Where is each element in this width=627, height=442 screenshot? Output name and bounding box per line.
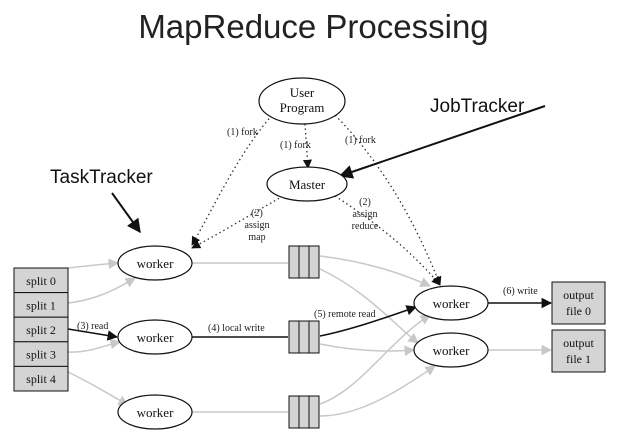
assign-reduce-label: (2) bbox=[359, 197, 371, 208]
fork-label: (1) fork bbox=[227, 127, 258, 138]
write-label: (6) write bbox=[503, 286, 538, 297]
dotted-control-lines bbox=[191, 111, 442, 286]
page-title: MapReduce Processing bbox=[138, 8, 489, 45]
read-label: (3) read bbox=[77, 321, 108, 332]
remote-read-label: (5) remote read bbox=[314, 309, 376, 320]
node-labels: User Program Master worker worker worker… bbox=[137, 85, 470, 420]
split-label: split 4 bbox=[26, 372, 56, 386]
input-splits: split 0 split 1 split 2 split 3 split 4 bbox=[13, 267, 69, 392]
map-worker-node bbox=[117, 245, 193, 281]
tasktracker-callout: TaskTracker bbox=[50, 167, 153, 188]
worker-label: worker bbox=[433, 343, 470, 358]
worker-label: worker bbox=[433, 296, 470, 311]
master-node bbox=[266, 166, 348, 202]
split-label: split 0 bbox=[26, 274, 56, 288]
fork-label: (1) fork bbox=[280, 140, 311, 151]
user-program-label: Program bbox=[280, 100, 325, 115]
worker-label: worker bbox=[137, 405, 174, 420]
assign-map-label: assign bbox=[245, 220, 270, 231]
black-flow-lines bbox=[67, 105, 553, 341]
jobtracker-callout: JobTracker bbox=[430, 96, 525, 117]
assign-reduce-label: reduce bbox=[352, 221, 379, 232]
output-label: file 1 bbox=[566, 352, 591, 366]
fork-label: (1) fork bbox=[345, 135, 376, 146]
worker-label: worker bbox=[137, 256, 174, 271]
output-label: output bbox=[563, 288, 594, 302]
map-worker-node bbox=[117, 319, 193, 355]
reduce-worker-node bbox=[413, 285, 489, 321]
local-write-label: (4) local write bbox=[208, 323, 265, 334]
assign-map-label: map bbox=[248, 232, 265, 243]
assign-map-label: (2) bbox=[251, 208, 263, 219]
master-label: Master bbox=[289, 177, 326, 192]
process-nodes bbox=[117, 77, 489, 430]
intermediate-files bbox=[288, 245, 320, 429]
reduce-worker-node bbox=[413, 332, 489, 368]
split-label: split 2 bbox=[26, 323, 56, 337]
gray-flow-lines bbox=[67, 255, 553, 417]
worker-label: worker bbox=[137, 330, 174, 345]
output-label: file 0 bbox=[566, 304, 591, 318]
output-files: output file 0 output file 1 bbox=[551, 281, 606, 373]
user-program-node bbox=[258, 77, 346, 125]
user-program-label: User bbox=[290, 85, 315, 100]
map-worker-node bbox=[117, 394, 193, 430]
output-label: output bbox=[563, 336, 594, 350]
split-label: split 3 bbox=[26, 348, 56, 362]
edge-labels: (1) fork (1) fork (1) fork (2) assign ma… bbox=[77, 127, 538, 334]
split-label: split 1 bbox=[26, 299, 56, 313]
assign-reduce-label: assign bbox=[353, 209, 378, 220]
